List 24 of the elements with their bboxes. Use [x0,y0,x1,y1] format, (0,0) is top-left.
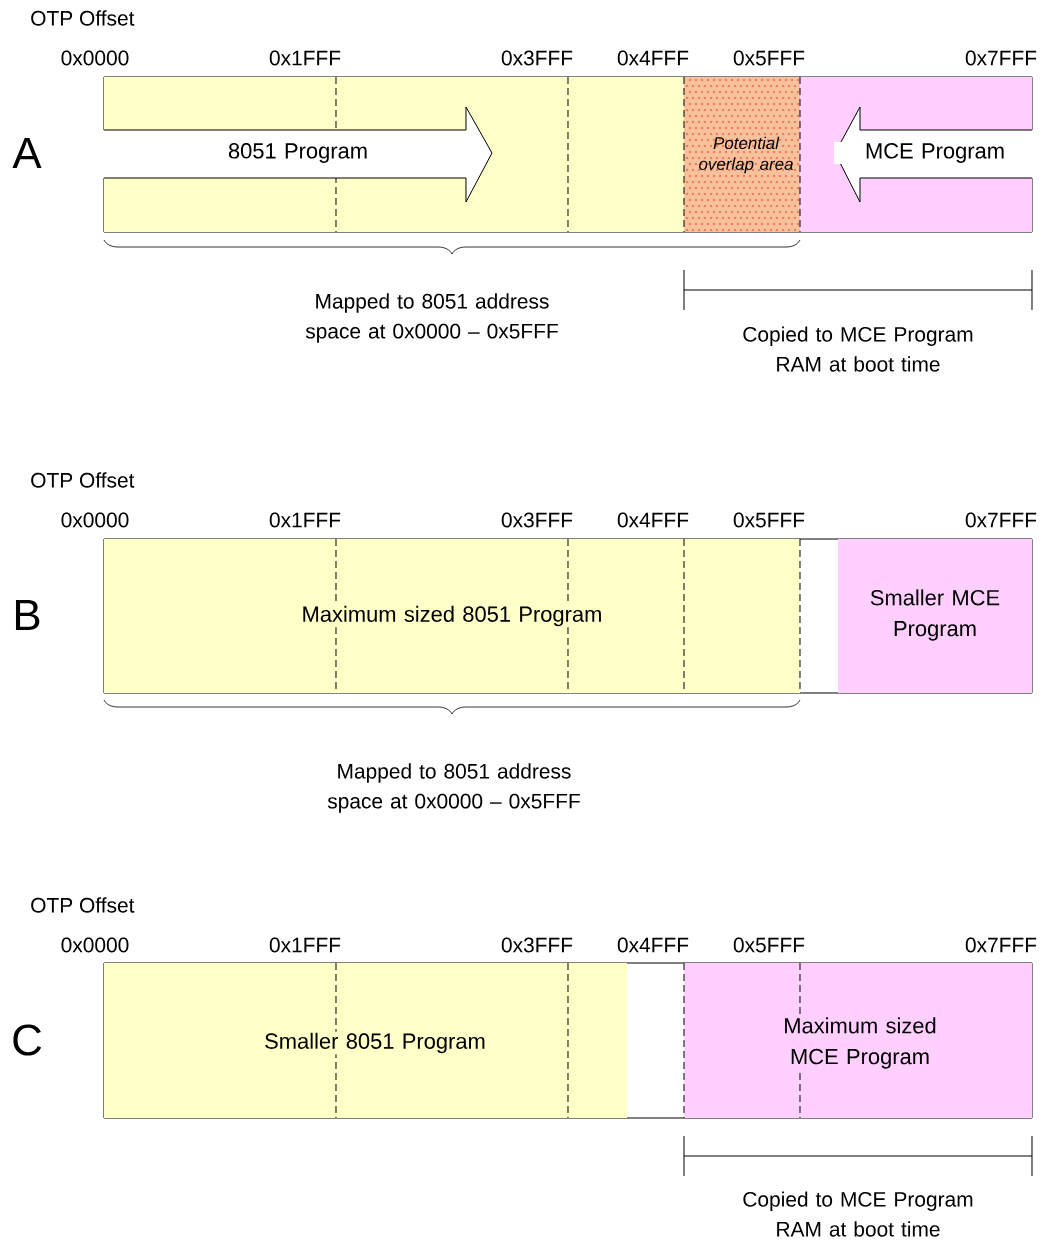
brace-label: Mapped to 8051 address space at 0x0000 – 0x5FFF [327,763,580,813]
memory-region: Maximum sized MCE Program [683,962,1032,1119]
memory-region: Potential overlap area [683,76,800,233]
address-label: 0x4FFF [617,937,689,953]
caption: OTP Offset [31,472,135,488]
address-label: 0x0000 [61,50,129,66]
address-label: 0x4FFF [617,50,689,66]
address-label: 0x5FFF [733,512,805,528]
caption: OTP Offset [31,897,135,913]
address-label: 0x0000 [61,937,129,953]
dimension-label: Copied to MCE Program RAM at boot time [743,326,973,372]
dimension-label: Copied to MCE Program RAM at boot time [743,1191,973,1237]
address-label: 0x5FFF [733,50,805,66]
panel-letter: A [12,137,42,169]
memory-region: Maximum sized 8051 Program [104,538,801,694]
memory-region: Smaller 8051 Program [104,962,627,1119]
panel-letter: C [13,1024,42,1056]
memory-region: MCE Program [799,76,1036,233]
panel-letter: B [15,599,40,631]
memory-region: 8051 Program [103,76,684,233]
address-label: 0x0000 [61,512,129,528]
brace-label: Mapped to 8051 address space at 0x0000 – 0x5FFF [305,293,558,343]
caption: OTP Offset [31,10,135,26]
memory-region: Smaller MCE Program [838,539,1032,693]
